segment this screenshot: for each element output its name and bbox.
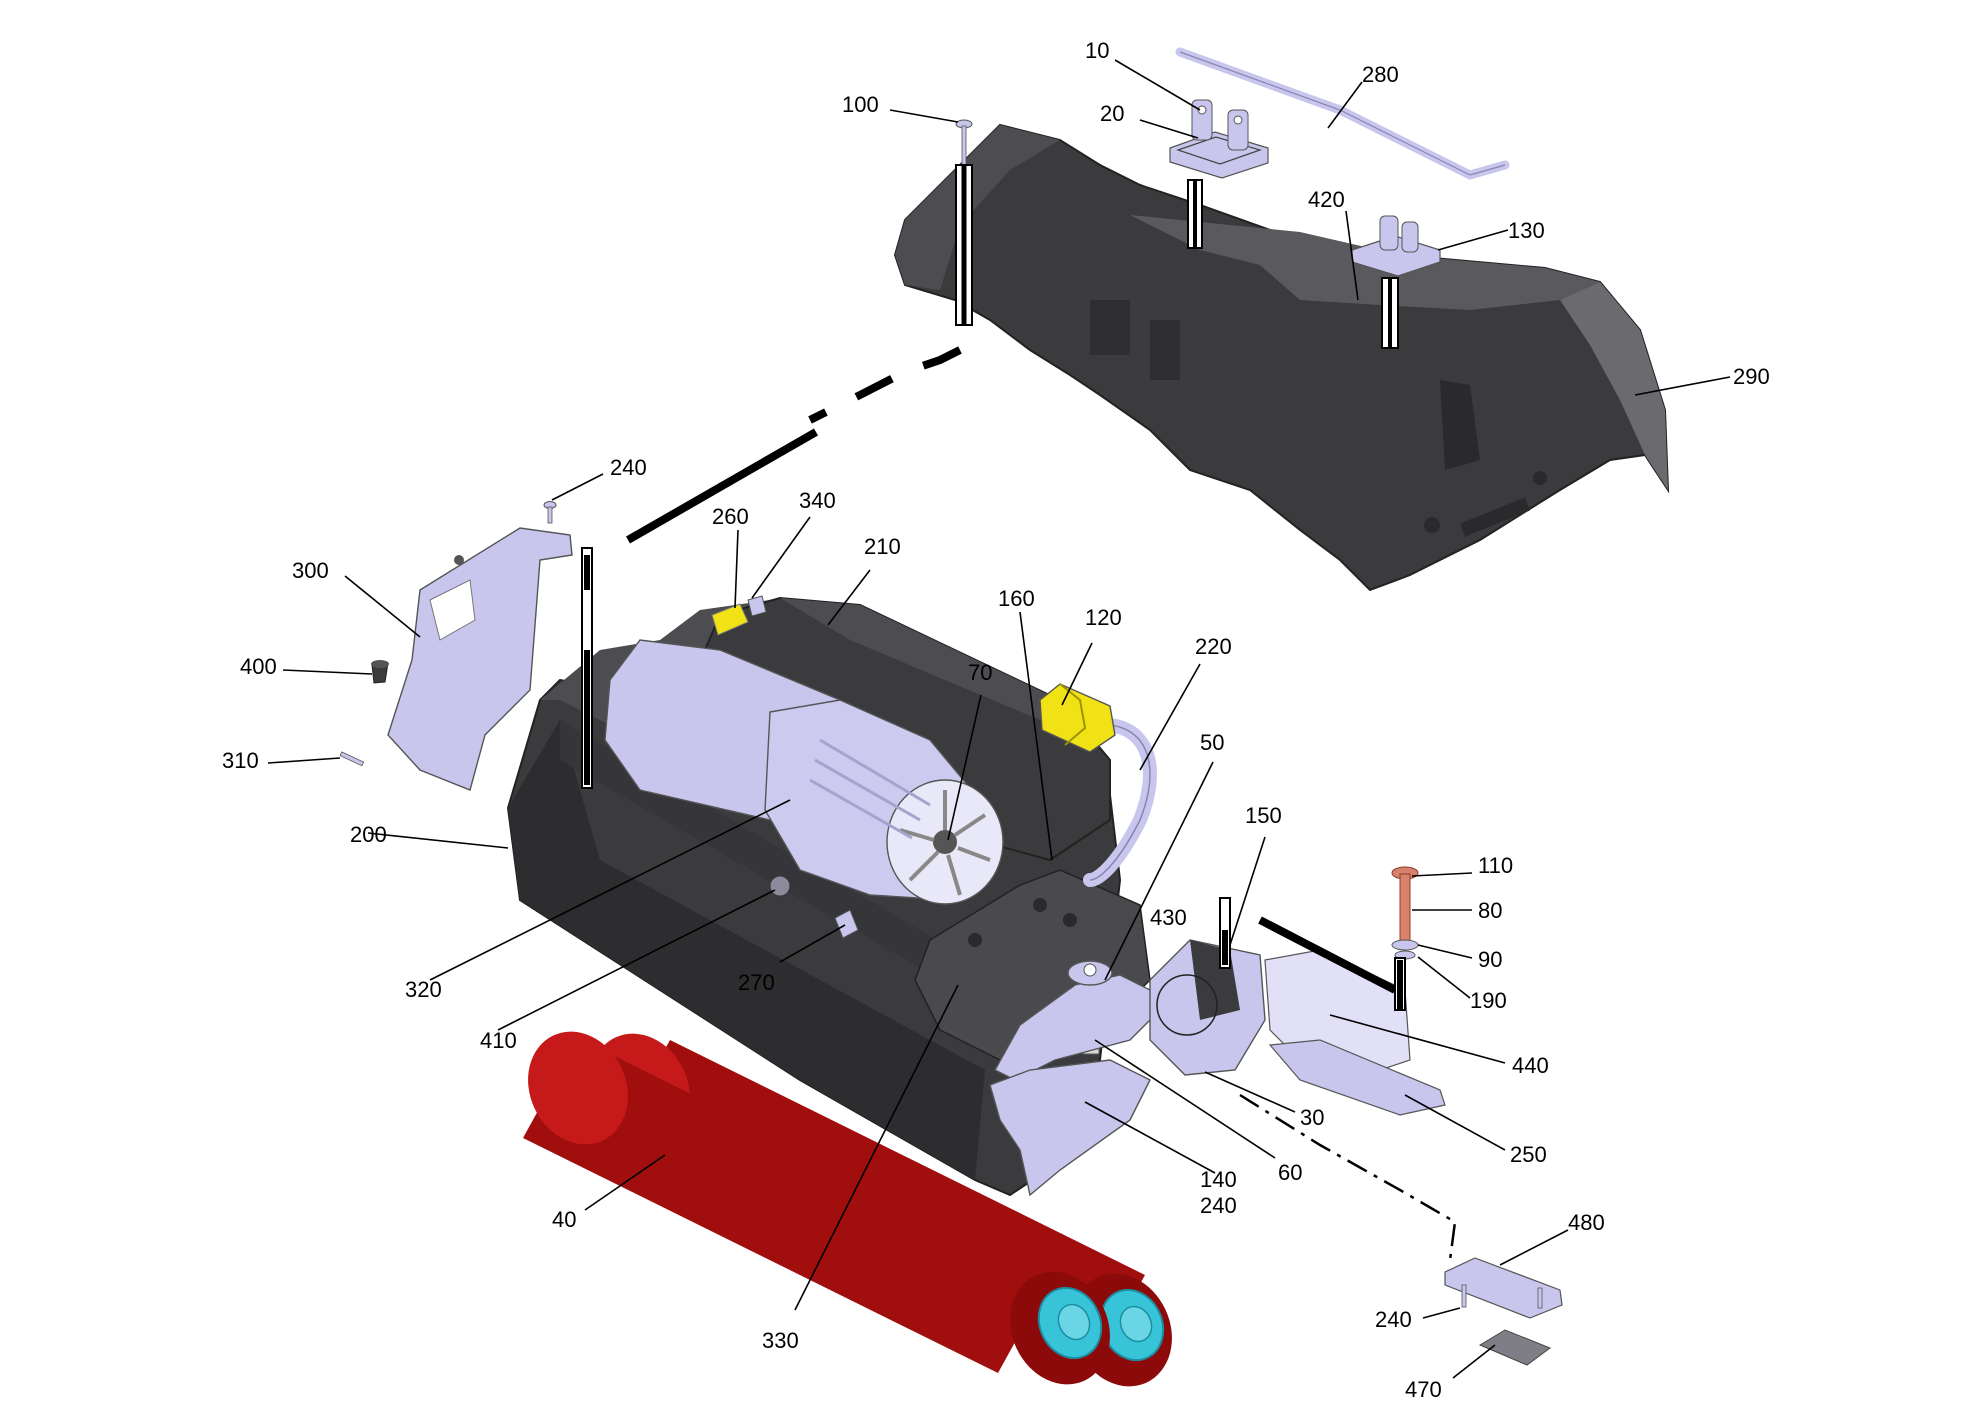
callout-210: 210	[864, 534, 901, 559]
callout-160: 160	[998, 586, 1035, 611]
part-270	[834, 909, 859, 939]
callout-320: 320	[405, 977, 442, 1002]
callout-120: 120	[1085, 605, 1122, 630]
callout-150: 150	[1245, 803, 1282, 828]
bracket-480	[1444, 1257, 1563, 1319]
callout-270: 270	[738, 970, 775, 995]
leader-lines	[267, 59, 1731, 1379]
callout-430: 430	[1150, 905, 1187, 930]
callout-40: 40	[552, 1207, 576, 1232]
callout-310: 310	[222, 748, 259, 773]
callout-240-top: 240	[610, 455, 647, 480]
pad-470	[1478, 1329, 1552, 1366]
roller-40-front	[523, 1031, 1110, 1385]
hinge-10	[1191, 99, 1249, 151]
callout-480: 480	[1568, 1210, 1605, 1235]
callout-470: 470	[1405, 1377, 1442, 1402]
callout-330: 330	[762, 1328, 799, 1353]
callout-300: 300	[292, 558, 329, 583]
callout-410: 410	[480, 1028, 517, 1053]
callout-240-bottom: 240	[1375, 1307, 1412, 1332]
callout-280: 280	[1362, 62, 1399, 87]
callout-250: 250	[1510, 1142, 1547, 1167]
bolt-110	[1391, 866, 1419, 950]
washer-90	[1391, 939, 1419, 951]
screw-310	[339, 751, 365, 767]
screw-240-top	[543, 501, 557, 524]
callout-50: 50	[1200, 730, 1224, 755]
callout-100: 100	[842, 92, 879, 117]
callout-labels: 10 20 280 100 420 130 290 240 300 400 31…	[222, 38, 1770, 1402]
bracket-140	[989, 1059, 1151, 1197]
callout-110: 110	[1478, 853, 1513, 878]
callout-20: 20	[1100, 101, 1124, 126]
clip-340	[747, 595, 767, 617]
callout-190: 190	[1470, 988, 1507, 1013]
upper-cover-housing	[893, 123, 1670, 592]
callout-90: 90	[1478, 947, 1502, 972]
cap-400	[371, 660, 389, 684]
callout-220: 220	[1195, 634, 1232, 659]
callout-440: 440	[1512, 1053, 1549, 1078]
callout-60: 60	[1278, 1160, 1302, 1185]
detail-circle-430	[1156, 974, 1218, 1036]
callout-200: 200	[350, 822, 387, 847]
callout-140: 140	[1200, 1167, 1237, 1192]
motor-320	[604, 639, 1004, 905]
callout-30: 30	[1300, 1105, 1324, 1130]
callout-400: 400	[240, 654, 277, 679]
assembly-guide-lines-cover	[955, 164, 1399, 349]
callout-340: 340	[799, 488, 836, 513]
housing-150	[1149, 939, 1266, 1076]
callout-290: 290	[1733, 364, 1770, 389]
callout-10: 10	[1085, 38, 1109, 63]
callout-260: 260	[712, 504, 749, 529]
callout-130: 130	[1508, 218, 1545, 243]
hinge-bracket-130	[1351, 215, 1441, 277]
callout-240-mid: 240	[1200, 1193, 1237, 1218]
bracket-300	[387, 527, 573, 791]
bushing-410	[769, 875, 791, 897]
coupling-120	[1039, 683, 1116, 753]
callout-420: 420	[1308, 187, 1345, 212]
assembly-guide-lines	[581, 346, 1457, 1261]
switch-260	[711, 603, 749, 636]
hinge-bracket-20	[1169, 131, 1269, 179]
callout-70: 70	[968, 660, 992, 685]
callout-80: 80	[1478, 898, 1502, 923]
rail-250	[1268, 1039, 1446, 1116]
